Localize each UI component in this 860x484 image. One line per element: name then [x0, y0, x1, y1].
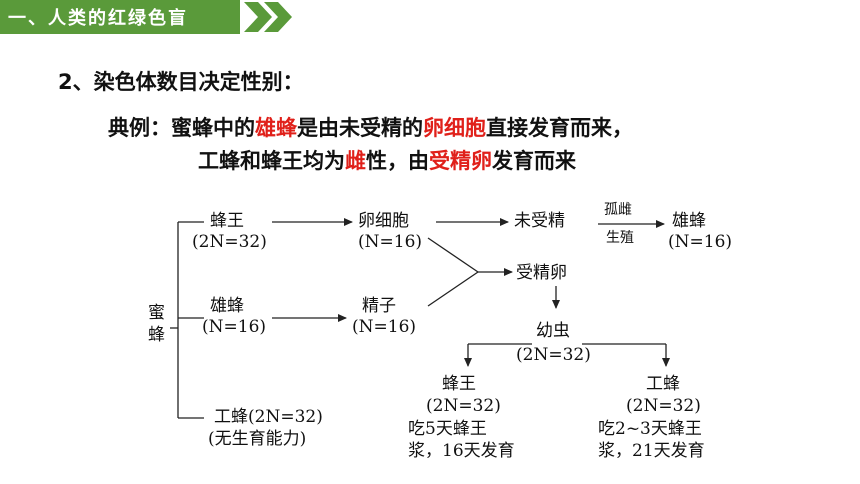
converge-line-sperm [427, 271, 479, 307]
worker-note: (无生育能力) [208, 429, 306, 449]
root-label-2: 蜂 [148, 325, 165, 345]
worker-result-formula: (2N=32) [626, 396, 701, 416]
highlight-egg-cell: 卵细胞 [423, 116, 486, 140]
egg-formula: (N=16) [358, 232, 422, 252]
worker-result-label: 工蜂 [646, 374, 680, 394]
text-segment: 是由未受精的 [297, 116, 423, 140]
section-header-bar: 一、人类的红绿色盲 [0, 0, 240, 34]
queen-result-note-1: 吃5天蜂王 [408, 419, 487, 439]
highlight-female: 雌 [345, 149, 366, 173]
egg-label: 卵细胞 [358, 211, 409, 231]
queen-result-note-2: 浆，16天发育 [408, 441, 515, 461]
larva-label: 幼虫 [536, 321, 570, 341]
worker-result-note-2: 浆，21天发育 [598, 441, 705, 461]
point-heading: 2、染色体数目决定性别： [58, 70, 304, 94]
worker-label: 工蜂(2N=32) [214, 407, 323, 427]
example-line-2: 工蜂和蜂王均为雌性，由受精卵发育而来 [198, 145, 576, 175]
queen-result-label: 蜂王 [442, 374, 476, 394]
larva-formula: (2N=32) [516, 345, 591, 365]
text-segment: 发育而来 [492, 149, 576, 173]
text-segment: 工蜂和蜂王均为 [198, 149, 345, 173]
parthenogenesis-top: 孤雌 [604, 202, 632, 218]
section-title: 一、人类的红绿色盲 [8, 8, 188, 29]
drone-result-formula: (N=16) [668, 232, 732, 252]
sperm-label: 精子 [362, 296, 396, 316]
example-line-1: 典例：蜜蜂中的雄蜂是由未受精的卵细胞直接发育而来， [108, 112, 633, 142]
male-label: 雄蜂 [210, 296, 244, 316]
highlight-male-bee: 雄蜂 [255, 116, 297, 140]
worker-result-note-1: 吃2~3天蜂王 [598, 419, 702, 439]
unfertilized-label: 未受精 [514, 211, 565, 231]
chevron-arrows-icon [244, 2, 292, 32]
text-segment: 直接发育而来， [486, 116, 633, 140]
male-formula: (N=16) [202, 317, 266, 337]
queen-label: 蜂王 [210, 211, 244, 231]
text-segment: 性，由 [366, 149, 429, 173]
queen-formula: (2N=32) [192, 232, 267, 252]
fertilized-label: 受精卵 [516, 263, 567, 283]
text-segment: 典例：蜜蜂中的 [108, 116, 255, 140]
parthenogenesis-bottom: 生殖 [606, 229, 634, 246]
queen-result-formula: (2N=32) [426, 396, 501, 416]
highlight-fertilized-egg: 受精卵 [429, 149, 492, 173]
drone-result-label: 雄蜂 [672, 211, 706, 231]
sperm-formula: (N=16) [352, 317, 416, 337]
root-label-1: 蜜 [148, 303, 165, 323]
converge-line-egg [427, 237, 479, 273]
